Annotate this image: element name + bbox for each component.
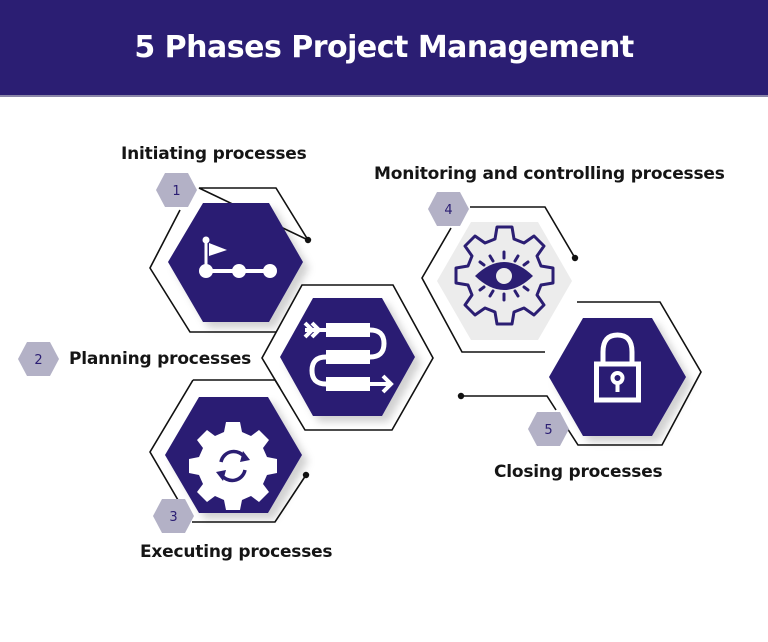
phase-1-number: 1 — [172, 184, 180, 199]
flag-milestone-icon — [199, 236, 277, 278]
phase-1: 1 — [149, 173, 312, 333]
phase-3: 3 — [149, 379, 310, 533]
phase-2-badge — [18, 342, 59, 376]
phase-5: 5 — [457, 301, 702, 446]
phase-3-outline-bottom — [192, 474, 307, 523]
phase-4-outline-left — [421, 227, 545, 353]
phase-5-label: Closing processes — [494, 462, 663, 482]
phase-3-badge — [153, 499, 194, 533]
phase-3-label: Executing processes — [140, 542, 333, 562]
phase-1-connector-dot — [304, 236, 312, 244]
phase-1-hexagon — [168, 203, 303, 322]
phase-5-badge — [528, 412, 569, 446]
phase-3-outline-top — [193, 379, 281, 389]
phase-1-label: Initiating processes — [121, 144, 307, 164]
gear-eye-icon — [454, 225, 555, 326]
phase-3-connector-dot — [302, 471, 310, 479]
phase-5-number: 5 — [544, 423, 552, 438]
phase-4-label: Monitoring and controlling processes — [374, 164, 725, 184]
phase-4-badge — [428, 192, 469, 226]
phase-3-outline-left — [149, 379, 194, 501]
phase-4-outline-top — [470, 206, 576, 259]
phase-5-hexagon — [549, 318, 686, 436]
gear-refresh-icon — [189, 422, 277, 510]
header-banner: 5 Phases Project Management — [0, 0, 768, 97]
phase-1-badge — [156, 173, 197, 207]
workflow-arrows-icon — [303, 321, 394, 394]
phase-4: 4 — [421, 192, 579, 353]
phase-2-label: Planning processes — [69, 349, 252, 369]
phase-4-connector-dot — [571, 254, 579, 262]
phase-2-number: 2 — [34, 353, 42, 368]
phase-4-number: 4 — [444, 203, 452, 218]
padlock-icon — [594, 332, 641, 403]
phase-5-connector-dot — [457, 392, 465, 400]
phase-5-outline — [559, 301, 702, 446]
page-title: 5 Phases Project Management — [134, 30, 634, 65]
phase-5-connector — [461, 395, 557, 411]
phase-2 — [261, 284, 434, 431]
phase-3-number: 3 — [169, 510, 177, 525]
